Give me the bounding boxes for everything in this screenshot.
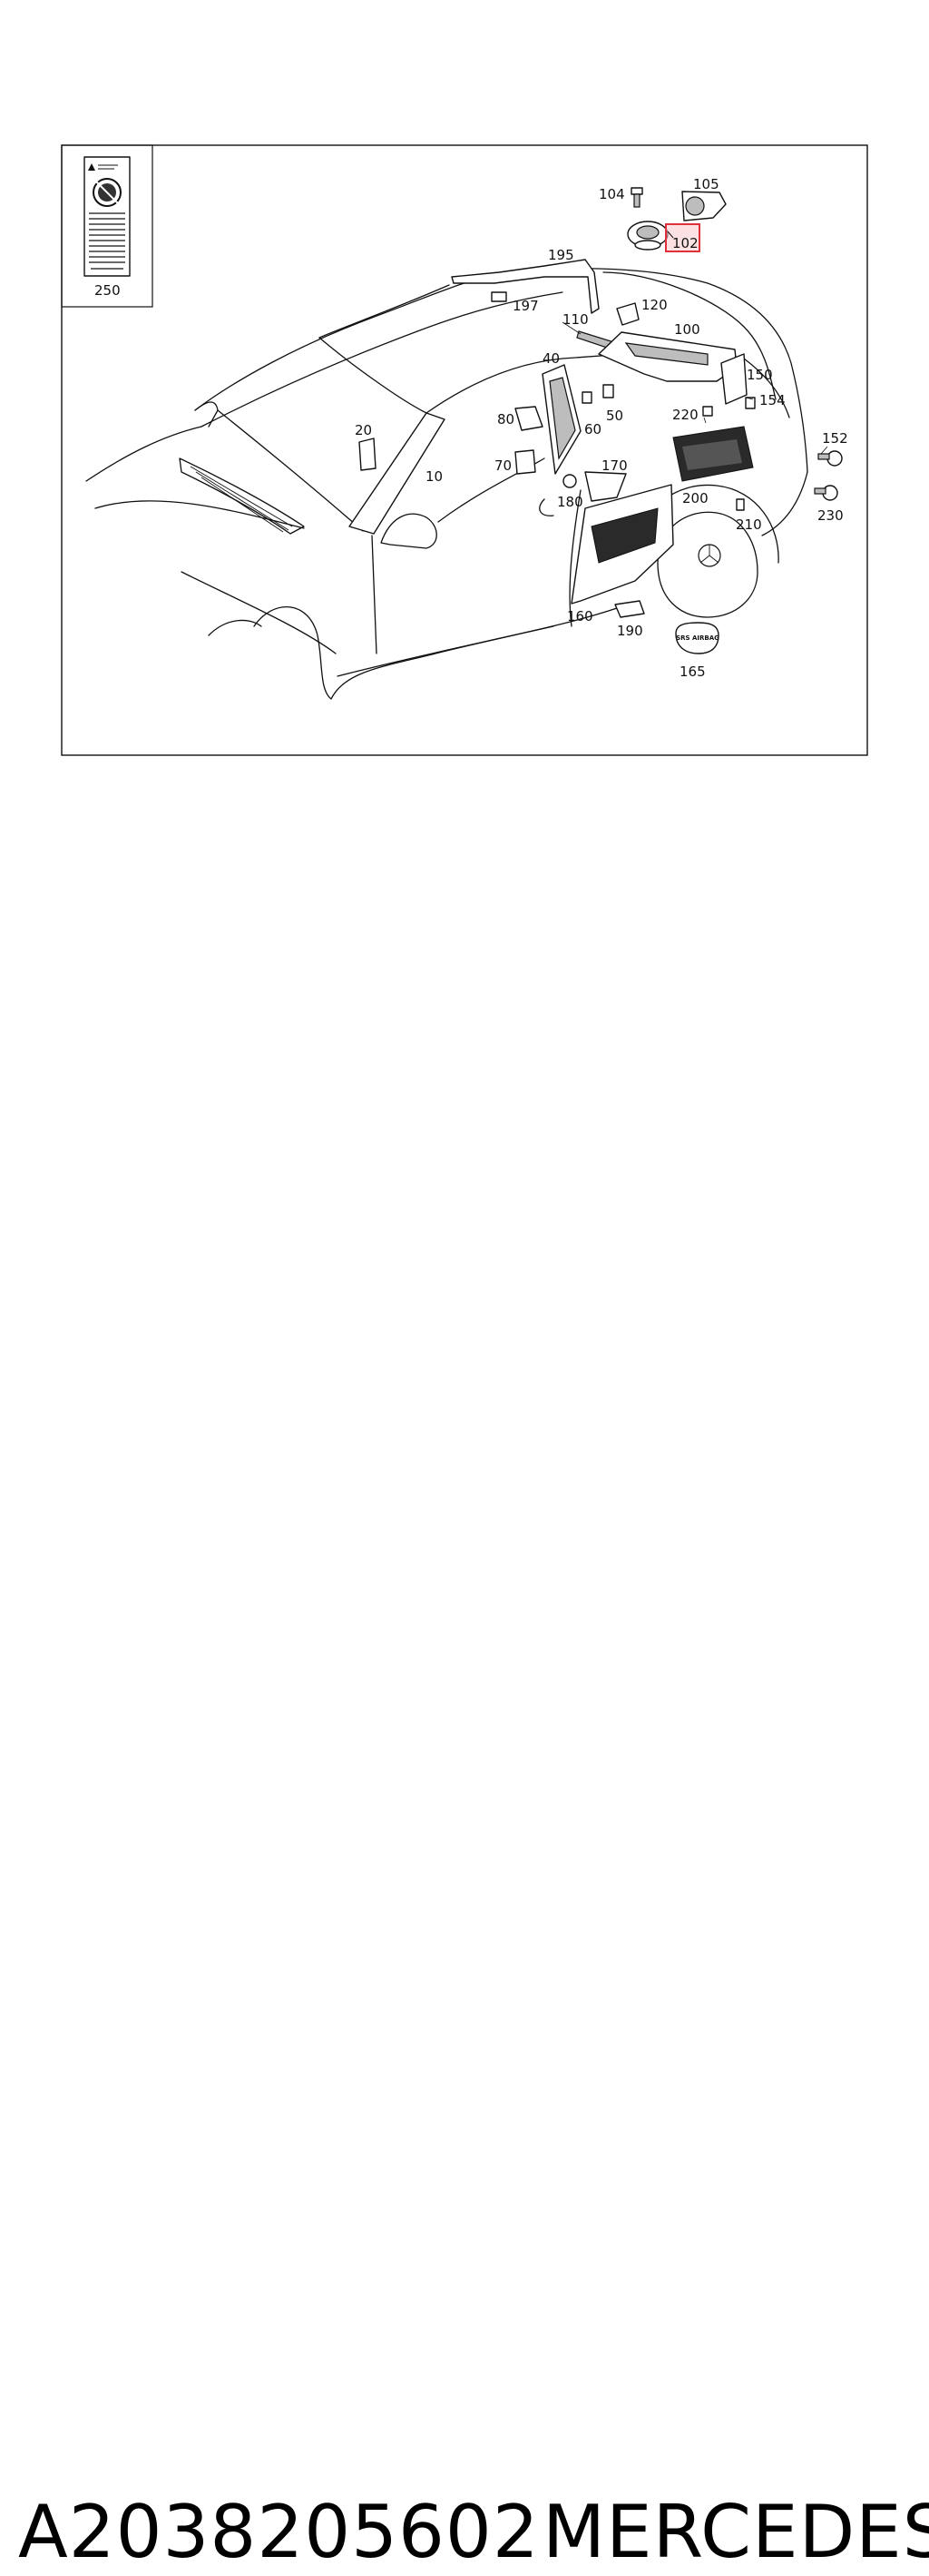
part-100-parcel-shelf	[598, 331, 738, 382]
callout-165: 165	[680, 664, 706, 680]
part-152-screw	[817, 450, 843, 467]
part-210-clip	[736, 498, 745, 511]
part-150-trim	[720, 353, 748, 405]
part-197-clip	[491, 291, 507, 302]
part-number: A2038205602	[18, 2490, 540, 2574]
part-10-a-pillar	[348, 412, 445, 535]
callout-210: 210	[736, 516, 762, 533]
part-60-clip	[582, 391, 592, 404]
part-20-bracket	[358, 438, 376, 471]
part-160-side-trim	[571, 484, 674, 605]
callout-190: 190	[617, 623, 643, 639]
callout-102: 102	[672, 235, 699, 251]
callout-50: 50	[606, 408, 623, 424]
footer: A2038205602 MERCEDES	[0, 1244, 929, 2574]
callout-195: 195	[548, 247, 574, 263]
callout-80: 80	[497, 411, 514, 428]
callout-200: 200	[682, 490, 709, 506]
part-165-airbag-badge: SRS AIRBAG	[675, 622, 719, 654]
callout-152: 152	[822, 430, 848, 447]
part-40-b-pillar	[542, 364, 582, 475]
callout-10: 10	[425, 468, 443, 485]
part-80-bracket	[514, 406, 543, 431]
diagram-border	[61, 144, 868, 756]
part-102-speaker	[627, 221, 669, 251]
callout-160: 160	[567, 608, 593, 624]
callout-250: 250	[94, 282, 121, 299]
part-70-bracket	[514, 449, 536, 475]
part-220-clip	[702, 406, 713, 417]
callout-102-highlight	[665, 223, 700, 252]
callout-70: 70	[494, 457, 512, 474]
parts-diagram: SRS AIRBAG 250 104 105 102 195 197 120 1…	[61, 144, 868, 756]
part-195-roof-trim	[451, 259, 600, 314]
callout-220: 220	[672, 407, 699, 423]
callout-150: 150	[747, 367, 773, 383]
callout-180: 180	[557, 494, 583, 510]
callout-20: 20	[355, 422, 372, 438]
part-50-clip	[602, 384, 614, 398]
part-230-screw	[814, 485, 838, 501]
callout-170: 170	[601, 457, 628, 474]
warning-label-icon	[83, 156, 131, 277]
callout-197: 197	[513, 298, 539, 314]
brand-name: MERCEDES	[543, 2490, 929, 2574]
part-104-screw	[631, 187, 643, 208]
callout-105: 105	[693, 176, 719, 192]
airbag-badge-text: SRS AIRBAG	[676, 634, 719, 642]
part-200-module	[672, 426, 754, 482]
callout-154: 154	[759, 392, 786, 408]
part-170-trim	[584, 471, 627, 502]
part-180-clip	[562, 474, 577, 488]
part-190-clip	[614, 600, 645, 618]
part-120-bracket	[616, 302, 640, 326]
callout-120: 120	[641, 297, 668, 313]
callout-230: 230	[817, 507, 844, 524]
label-inset-box	[61, 144, 153, 308]
part-105-grille	[681, 191, 727, 221]
callout-40: 40	[543, 350, 560, 367]
callout-100: 100	[674, 321, 700, 338]
callout-60: 60	[584, 421, 601, 438]
callout-104: 104	[599, 186, 625, 202]
part-154-clip	[745, 397, 756, 409]
callout-110: 110	[562, 311, 589, 328]
